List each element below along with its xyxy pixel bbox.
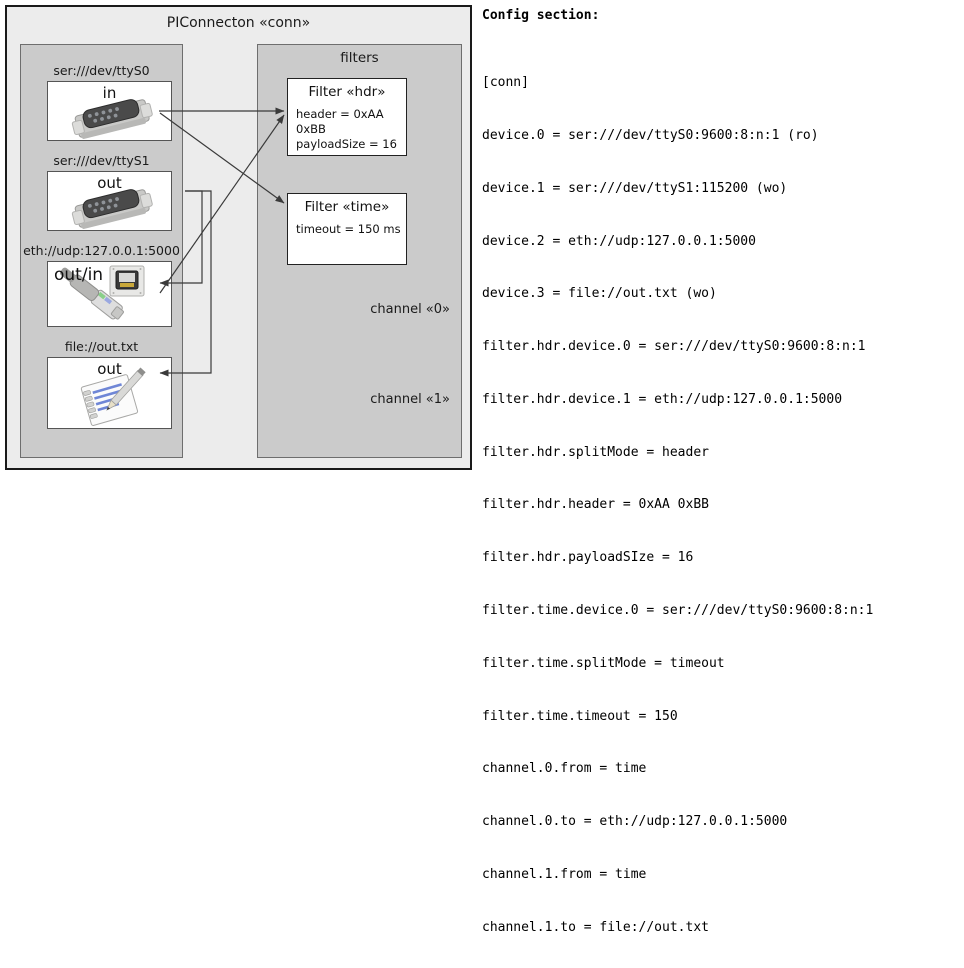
config-line: device.0 = ser:///dev/ttyS0:9600:8:n:1 (…	[482, 127, 819, 143]
config-line: filter.time.splitMode = timeout	[482, 655, 725, 671]
serial-db9-icon	[48, 82, 171, 140]
filter-hdr-prop-payloadsize: payloadSize = 16	[296, 137, 397, 151]
config-line: filter.hdr.device.0 = ser:///dev/ttyS0:9…	[482, 339, 866, 355]
filter-time-prop-timeout: timeout = 150 ms	[296, 222, 401, 236]
device-label-out-file: out	[97, 360, 122, 378]
config-line: device.2 = eth://udp:127.0.0.1:5000	[482, 233, 756, 249]
filter-hdr-props: header = 0xAA 0xBB payloadSize = 16	[296, 107, 406, 152]
filter-hdr-title: Filter «hdr»	[308, 84, 386, 100]
filter-hdr-prop-header: header = 0xAA 0xBB	[296, 107, 384, 136]
filter-box-hdr[interactable]: Filter «hdr» header = 0xAA 0xBB payloadS…	[287, 78, 407, 156]
device-box-ttys0[interactable]: in	[47, 81, 172, 141]
config-line: device.3 = file://out.txt (wo)	[482, 286, 717, 302]
device-label-in: in	[102, 84, 117, 102]
config-line: filter.hdr.splitMode = header	[482, 444, 709, 460]
screenshot-root: PIConnecton «conn» ser:///dev/ttyS0 in	[5, 5, 873, 935]
devices-panel: ser:///dev/ttyS0 in	[20, 44, 183, 458]
device-caption-ttys0: ser:///dev/ttyS0	[53, 63, 150, 78]
file-notepad-icon	[48, 358, 171, 428]
channel-label-0: channel «0»	[370, 302, 450, 317]
config-line: filter.hdr.device.1 = eth://udp:127.0.0.…	[482, 391, 843, 407]
config-section: Config section: [conn] device.0 = ser://…	[482, 8, 960, 968]
device-caption-file: file://out.txt	[64, 339, 139, 354]
config-line: filter.hdr.payloadSIze = 16	[482, 550, 694, 566]
device-caption-ttys1: ser:///dev/ttyS1	[53, 153, 150, 168]
device-label-out-serial: out	[97, 174, 122, 192]
config-line: [conn]	[482, 75, 529, 91]
filters-panel-title: filters	[340, 50, 379, 66]
device-box-ttys1[interactable]: out	[47, 171, 172, 231]
channel-label-1: channel «1»	[370, 392, 450, 407]
config-line: channel.1.to = file://out.txt	[482, 919, 709, 935]
device-box-file[interactable]: out	[47, 357, 172, 429]
config-line: filter.time.timeout = 150	[482, 708, 678, 724]
device-box-eth[interactable]: out/in	[47, 261, 172, 327]
filter-time-props: timeout = 150 ms	[296, 222, 401, 237]
ethernet-rj45-icon	[48, 262, 171, 326]
config-line: device.1 = ser:///dev/ttyS1:115200 (wo)	[482, 180, 788, 196]
config-line: channel.0.to = eth://udp:127.0.0.1:5000	[482, 814, 788, 830]
filter-box-time[interactable]: Filter «time» timeout = 150 ms	[287, 193, 407, 265]
config-lines: [conn] device.0 = ser:///dev/ttyS0:9600:…	[482, 39, 960, 968]
config-heading: Config section:	[482, 8, 600, 23]
filter-time-title: Filter «time»	[304, 199, 390, 215]
config-line: channel.1.from = time	[482, 866, 647, 882]
filters-panel: filters Filter «hdr» header = 0xAA 0xBB …	[257, 44, 462, 458]
serial-db9-icon	[48, 172, 171, 230]
config-line: channel.0.from = time	[482, 761, 647, 777]
connector-diagram: PIConnecton «conn» ser:///dev/ttyS0 in	[5, 5, 472, 470]
config-line: filter.hdr.header = 0xAA 0xBB	[482, 497, 709, 513]
config-line: filter.time.device.0 = ser:///dev/ttyS0:…	[482, 603, 874, 618]
device-label-out-in: out/in	[54, 265, 104, 285]
device-caption-eth: eth://udp:127.0.0.1:5000	[23, 243, 180, 258]
diagram-title: PIConnecton «conn»	[166, 15, 311, 31]
